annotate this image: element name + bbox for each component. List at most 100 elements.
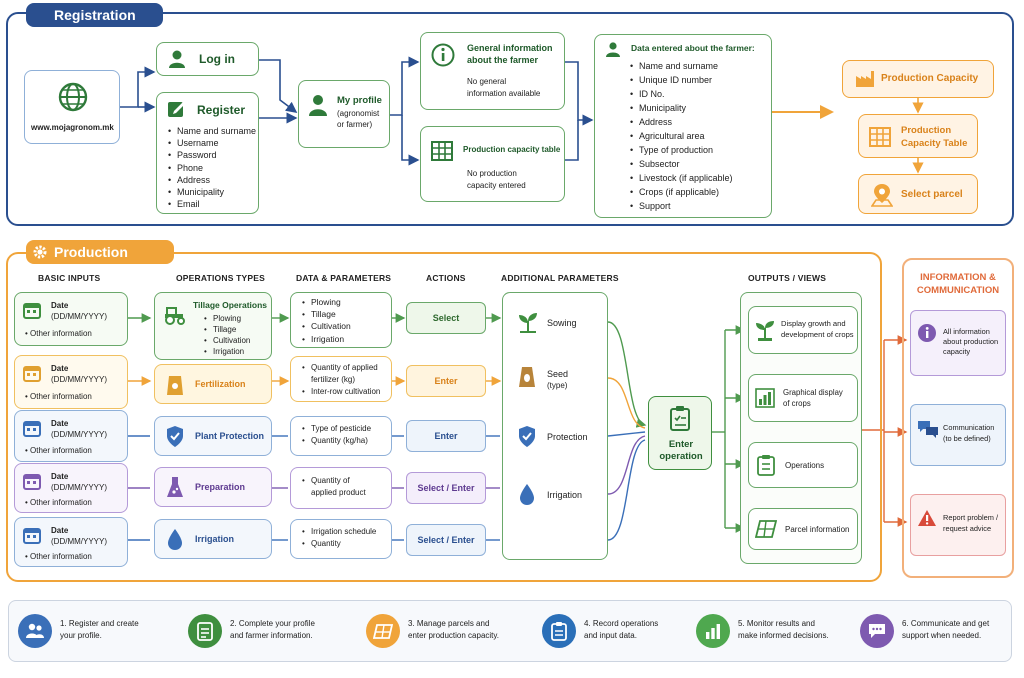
calendar-icon (23, 303, 41, 319)
date-card[interactable]: Date (DD/MM/YYYY) • Other information (14, 292, 128, 346)
general-info-note: information available (467, 89, 541, 98)
output-label: Operations (785, 461, 825, 470)
farmer-data-field: Address (630, 115, 733, 129)
production-capacity-table-button[interactable]: Production Capacity Table (858, 114, 978, 158)
params-list: Quantity of applied fertilizer (kg) Inte… (301, 362, 380, 399)
flask-icon (167, 477, 183, 497)
website-card[interactable]: www.mojagronom.mk (24, 70, 120, 144)
info-all-information[interactable]: All information about production capacit… (910, 310, 1006, 376)
action-enter-button[interactable]: Enter (406, 420, 486, 452)
step-text: support when needed. (902, 631, 982, 640)
registration-section (6, 12, 1014, 226)
additional-protection: Protection (547, 432, 588, 442)
operation-irrigation[interactable]: Irrigation (154, 519, 272, 559)
step-text: and input data. (584, 631, 637, 640)
info-report-problem[interactable]: Report problem / request advice (910, 494, 1006, 556)
tillage-sub-item: Cultivation (204, 335, 250, 346)
other-information: • Other information (25, 498, 92, 507)
farmer-data-list: Name and surname Unique ID number ID No.… (629, 59, 733, 213)
capacity-table-card[interactable]: Production capacity table No production … (420, 126, 565, 202)
output-label: development of crops (781, 330, 854, 339)
param-item: Cultivation (302, 320, 351, 332)
info-label: request advice (943, 524, 992, 533)
production-capacity-table-label: Capacity Table (901, 138, 968, 149)
calendar-icon (23, 528, 41, 544)
enter-operation-button[interactable]: Enter operation (648, 396, 712, 470)
action-select-button[interactable]: Select (406, 302, 486, 334)
output-graphical-display[interactable]: Graphical display of crops (748, 374, 858, 422)
sprout-icon (756, 321, 774, 341)
table-icon (869, 127, 891, 147)
register-field: Municipality (168, 186, 256, 198)
general-info-note: No general (467, 77, 507, 86)
step-text: 6. Communicate and get (902, 619, 990, 628)
farmer-data-card[interactable]: Data entered about the farmer: Name and … (594, 34, 772, 218)
date-format: (DD/MM/YYYY) (51, 312, 107, 321)
other-information: • Other information (25, 329, 92, 338)
action-enter-button[interactable]: Enter (406, 365, 486, 397)
people-icon (26, 623, 44, 638)
website-url[interactable]: www.mojagronom.mk (31, 123, 114, 132)
sprout-icon (519, 313, 537, 333)
info-icon (431, 43, 455, 67)
other-information: • Other information (25, 446, 92, 455)
param-item: Quantity of applied (302, 362, 380, 374)
login-button[interactable]: Log in (156, 42, 259, 76)
general-info-card[interactable]: General information about the farmer No … (420, 32, 565, 110)
header-outputs-views: OUTPUTS / VIEWS (748, 273, 827, 283)
date-card[interactable]: Date (DD/MM/YYYY) • Other information (14, 463, 128, 513)
output-operations[interactable]: Operations (748, 442, 858, 488)
factory-icon (856, 71, 874, 87)
tractor-icon (165, 307, 185, 325)
output-growth-display[interactable]: Display growth and development of crops (748, 306, 858, 354)
warning-icon (918, 510, 936, 526)
user-icon (606, 42, 620, 57)
operation-tillage[interactable]: Tillage Operations Plowing Tillage Culti… (154, 292, 272, 360)
tillage-sub-item: Plowing (204, 313, 250, 324)
farmer-data-field: Livestock (if applicable) (630, 171, 733, 185)
my-profile-subtitle: or farmer) (337, 120, 373, 129)
my-profile-card[interactable]: My profile (agronomist or farmer) (298, 80, 390, 148)
water-drop-icon (520, 484, 534, 505)
select-parcel-label: Select parcel (901, 189, 963, 200)
chat-icon (918, 421, 938, 438)
params-preparation: Quantity of applied product (290, 467, 392, 509)
production-capacity-title-text: Production Capacity (54, 244, 128, 284)
bar-chart-icon (706, 624, 720, 639)
calendar-icon (23, 421, 41, 437)
map-icon (373, 624, 393, 639)
water-drop-icon (168, 529, 182, 550)
step-text: your profile. (60, 631, 102, 640)
register-card[interactable]: Register Name and surname Username Passw… (156, 92, 259, 214)
information-section (902, 258, 1014, 578)
date-card[interactable]: Date (DD/MM/YYYY) • Other information (14, 410, 128, 462)
info-communication[interactable]: Communication (to be defined) (910, 404, 1006, 466)
operation-title: Irrigation (195, 534, 235, 544)
params-tillage: Plowing Tillage Cultivation Irrigation (290, 292, 392, 348)
production-capacity-button[interactable]: Production Capacity (842, 60, 994, 98)
date-card[interactable]: Date (DD/MM/YYYY) • Other information (14, 355, 128, 409)
params-list: Plowing Tillage Cultivation Irrigation (301, 296, 351, 345)
date-card[interactable]: Date (DD/MM/YYYY) • Other information (14, 517, 128, 567)
register-field: Password (168, 149, 256, 161)
select-parcel-button[interactable]: Select parcel (858, 174, 978, 214)
params-list: Quantity of applied product (301, 475, 366, 499)
farmer-data-field: ID No. (630, 87, 733, 101)
info-label: All information (943, 327, 990, 336)
production-capacity-table-label: Production (901, 125, 952, 136)
register-field: Email (168, 198, 256, 210)
output-label: Display growth and (781, 319, 846, 328)
information-title: COMMUNICATION (916, 285, 1000, 296)
chat-icon (869, 624, 885, 638)
operation-preparation[interactable]: Preparation (154, 467, 272, 507)
step-6-badge (860, 614, 894, 648)
action-select-enter-button[interactable]: Select / Enter (406, 472, 486, 504)
operation-fertilization[interactable]: Fertilization (154, 364, 272, 404)
action-select-enter-button[interactable]: Select / Enter (406, 524, 486, 556)
output-parcel-information[interactable]: Parcel information (748, 508, 858, 550)
production-capacity-label: Production Capacity (881, 73, 979, 84)
step-text: 3. Manage parcels and (408, 619, 490, 628)
operation-plant-protection[interactable]: Plant Protection (154, 416, 272, 456)
edit-icon (168, 102, 185, 117)
register-field: Name and surname (168, 125, 256, 137)
